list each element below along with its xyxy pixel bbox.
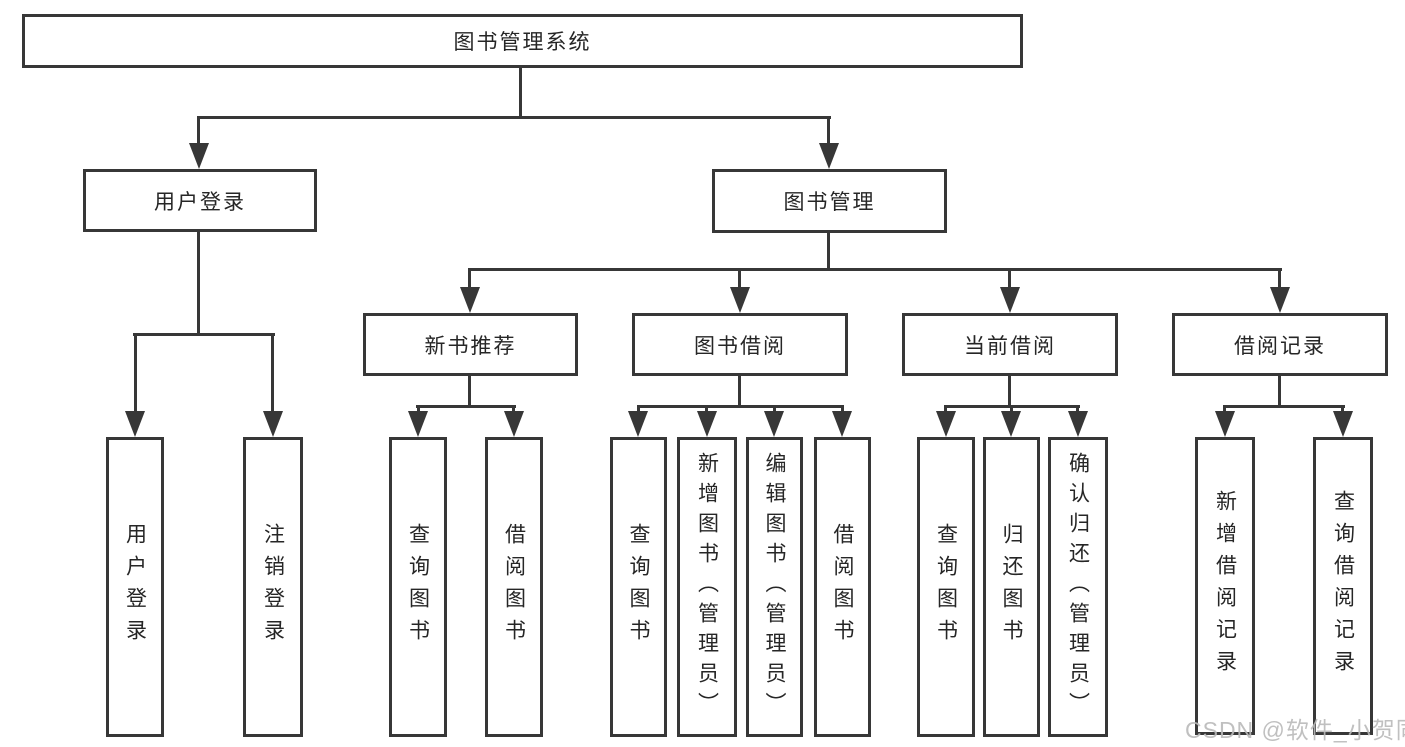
leaf-user-login: 用户登录 bbox=[106, 437, 164, 737]
node-book-management-label: 图书管理 bbox=[783, 191, 876, 214]
csdn-watermark: CSDN @软件_小贺同学 bbox=[1185, 717, 1405, 743]
arrow-down-icon bbox=[1000, 287, 1020, 313]
leaf-borrow-books-recommend: 借阅图书 bbox=[485, 437, 543, 737]
arrow-down-icon bbox=[504, 411, 524, 437]
connector-shaft-leaf bbox=[1010, 405, 1013, 415]
leaf-borrow-books-label: 借阅图书 bbox=[831, 523, 854, 651]
connector-user-login-splitter bbox=[133, 333, 275, 336]
connector-shaft-leaf bbox=[944, 405, 947, 415]
connector-shaft-leaf bbox=[705, 405, 708, 415]
arrow-down-icon bbox=[1215, 411, 1235, 437]
connector-shaft-book-borrow bbox=[738, 268, 741, 292]
arrow-down-icon bbox=[764, 411, 784, 437]
leaf-query-books-borrow-label: 查询图书 bbox=[627, 523, 650, 651]
connector-book-borrow-splitter bbox=[637, 405, 844, 408]
leaf-query-books-current-label: 查询图书 bbox=[934, 523, 958, 651]
leaf-add-borrow-record: 新增借阅记录 bbox=[1195, 437, 1255, 735]
leaf-query-borrow-record-label: 查询借阅记录 bbox=[1331, 490, 1355, 682]
node-new-book-recommend: 新书推荐 bbox=[363, 313, 578, 376]
arrow-down-icon bbox=[697, 411, 717, 437]
arrow-down-icon bbox=[408, 411, 428, 437]
connector-new-book-splitter bbox=[416, 405, 516, 408]
arrow-down-icon bbox=[832, 411, 852, 437]
arrow-down-icon bbox=[730, 287, 750, 313]
arrow-down-icon bbox=[628, 411, 648, 437]
connector-shaft-leaf bbox=[773, 405, 776, 415]
node-book-borrow-label: 图书借阅 bbox=[694, 334, 786, 358]
connector-borrow-records-splitter bbox=[1223, 405, 1345, 408]
node-user-login-label: 用户登录 bbox=[154, 190, 246, 214]
node-system-root: 图书管理系统 bbox=[22, 14, 1023, 68]
connector-shaft-leaf bbox=[637, 405, 640, 415]
connector-shaft-leaf bbox=[417, 405, 420, 415]
node-borrow-records: 借阅记录 bbox=[1172, 313, 1388, 376]
leaf-add-borrow-record-label: 新增借阅记录 bbox=[1213, 490, 1237, 682]
leaf-query-books-current: 查询图书 bbox=[917, 437, 975, 737]
connector-shaft-current-borrow bbox=[1008, 268, 1011, 292]
leaf-confirm-return-admin-label: 确认归还（管理员） bbox=[1066, 452, 1090, 722]
leaf-return-books: 归还图书 bbox=[983, 437, 1040, 737]
leaf-query-books-borrow: 查询图书 bbox=[610, 437, 667, 737]
leaf-return-books-label: 归还图书 bbox=[1000, 523, 1023, 651]
node-book-borrow: 图书借阅 bbox=[632, 313, 848, 376]
node-current-borrow: 当前借阅 bbox=[902, 313, 1118, 376]
node-user-login: 用户登录 bbox=[83, 169, 317, 232]
leaf-query-books-recommend-label: 查询图书 bbox=[406, 523, 430, 651]
leaf-borrow-books: 借阅图书 bbox=[814, 437, 871, 737]
leaf-borrow-books-recommend-label: 借阅图书 bbox=[502, 523, 526, 651]
leaf-add-books-admin: 新增图书（管理员） bbox=[677, 437, 737, 737]
connector-shaft-borrow-records bbox=[1278, 268, 1281, 292]
leaf-logout-label: 注销登录 bbox=[261, 523, 285, 651]
arrow-down-icon bbox=[819, 143, 839, 169]
arrow-down-icon bbox=[1068, 411, 1088, 437]
arrow-down-icon bbox=[460, 287, 480, 313]
node-system-root-label: 图书管理系统 bbox=[453, 31, 592, 54]
connector-current-borrow-stem bbox=[1008, 374, 1011, 408]
connector-user-login-stem bbox=[197, 230, 200, 336]
connector-shaft-leaf-login bbox=[134, 333, 137, 413]
connector-shaft-leaf bbox=[1223, 405, 1226, 415]
connector-book-management-stem bbox=[827, 231, 830, 271]
connector-shaft-leaf bbox=[512, 405, 515, 415]
connector-new-book-stem bbox=[468, 374, 471, 408]
leaf-confirm-return-admin: 确认归还（管理员） bbox=[1048, 437, 1108, 737]
arrow-down-icon bbox=[125, 411, 145, 437]
arrow-down-icon bbox=[1001, 411, 1021, 437]
node-book-management: 图书管理 bbox=[712, 169, 947, 233]
arrow-down-icon bbox=[1333, 411, 1353, 437]
leaf-user-login-label: 用户登录 bbox=[123, 523, 147, 651]
connector-root-stem bbox=[519, 65, 522, 118]
node-borrow-records-label: 借阅记录 bbox=[1234, 334, 1326, 358]
connector-shaft-user-login bbox=[197, 116, 200, 146]
connector-level2-splitter bbox=[197, 116, 831, 119]
connector-borrow-records-stem bbox=[1278, 374, 1281, 408]
arrow-down-icon bbox=[1270, 287, 1290, 313]
leaf-edit-books-admin-label: 编辑图书（管理员） bbox=[763, 452, 786, 722]
arrow-down-icon bbox=[189, 143, 209, 169]
connector-shaft-new-book bbox=[468, 268, 471, 292]
leaf-query-borrow-record: 查询借阅记录 bbox=[1313, 437, 1373, 735]
leaf-logout: 注销登录 bbox=[243, 437, 303, 737]
node-new-book-recommend-label: 新书推荐 bbox=[424, 334, 517, 358]
leaf-edit-books-admin: 编辑图书（管理员） bbox=[746, 437, 803, 737]
arrow-down-icon bbox=[936, 411, 956, 437]
connector-level3-splitter bbox=[468, 268, 1282, 271]
arrow-down-icon bbox=[263, 411, 283, 437]
connector-shaft-leaf-logout bbox=[271, 333, 274, 413]
leaf-add-books-admin-label: 新增图书（管理员） bbox=[695, 452, 719, 722]
connector-shaft-leaf bbox=[841, 405, 844, 415]
connector-shaft-book-management bbox=[827, 116, 830, 146]
leaf-query-books-recommend: 查询图书 bbox=[389, 437, 447, 737]
connector-book-borrow-stem bbox=[738, 374, 741, 408]
connector-shaft-leaf bbox=[1076, 405, 1079, 415]
connector-shaft-leaf bbox=[1341, 405, 1344, 415]
node-current-borrow-label: 当前借阅 bbox=[964, 334, 1056, 358]
